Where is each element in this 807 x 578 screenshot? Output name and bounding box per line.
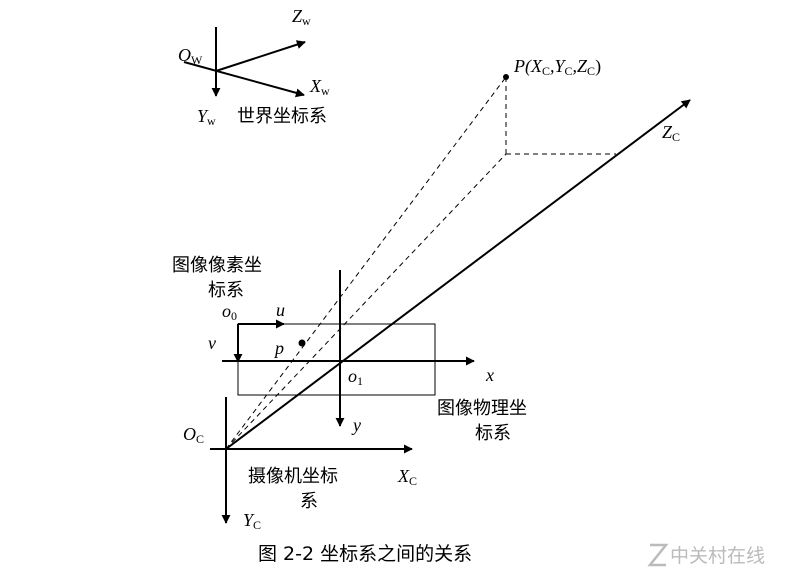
world-z-axis	[215, 40, 306, 72]
physical-axes	[222, 270, 475, 427]
pixel-u-label: u	[276, 300, 285, 320]
camera-axes	[210, 397, 413, 524]
physical-coordinate-title-line1: 图像物理坐	[437, 398, 527, 419]
world-origin-label: OW	[178, 45, 203, 67]
physical-coordinate-title-line2: 标系	[475, 423, 511, 444]
image-point-p	[298, 339, 306, 347]
camera-coordinate-title-line1: 摄像机坐标	[248, 466, 338, 487]
figure-caption: 图 2-2 坐标系之间的关系	[258, 543, 472, 565]
watermark: 中关村在线	[647, 543, 765, 567]
world-coordinate-title: 世界坐标系	[237, 106, 327, 127]
world-coordinate-system	[183, 27, 306, 98]
camera-coordinate-title-line2: 系	[300, 491, 318, 512]
physical-x-label: x	[485, 365, 494, 385]
dashed-oc-to-P	[225, 76, 507, 450]
pixel-coordinate-title-line2: 标系	[208, 280, 244, 301]
camera-origin-label: OC	[183, 424, 204, 446]
world-x-label: Xw	[309, 76, 330, 98]
pixel-v-label: v	[208, 333, 216, 353]
physical-origin-label: o1	[348, 366, 363, 388]
camera-y-label: YC	[243, 510, 261, 532]
dashed-oc-to-foot	[225, 153, 507, 450]
physical-y-label: y	[351, 415, 361, 435]
camera-z-axis	[225, 99, 691, 450]
world-x-axis	[183, 61, 305, 98]
image-point-p-label: p	[273, 338, 284, 358]
world-point-P	[503, 74, 509, 80]
pixel-axes	[233, 319, 285, 363]
point-P-label: P(XC,YC,ZC)	[513, 56, 601, 78]
camera-x-label: XC	[397, 466, 417, 488]
image-plane	[237, 323, 436, 396]
camera-z-label: ZC	[662, 122, 680, 144]
watermark-text: 中关村在线	[670, 545, 765, 567]
world-y-label: Yw	[197, 106, 216, 128]
projection-construction-lines	[225, 76, 616, 450]
zol-logo-icon	[647, 543, 669, 567]
pixel-coordinate-title-line1: 图像像素坐	[172, 255, 262, 276]
pixel-origin-label: o0	[222, 301, 237, 323]
world-z-label: Zw	[292, 6, 311, 28]
